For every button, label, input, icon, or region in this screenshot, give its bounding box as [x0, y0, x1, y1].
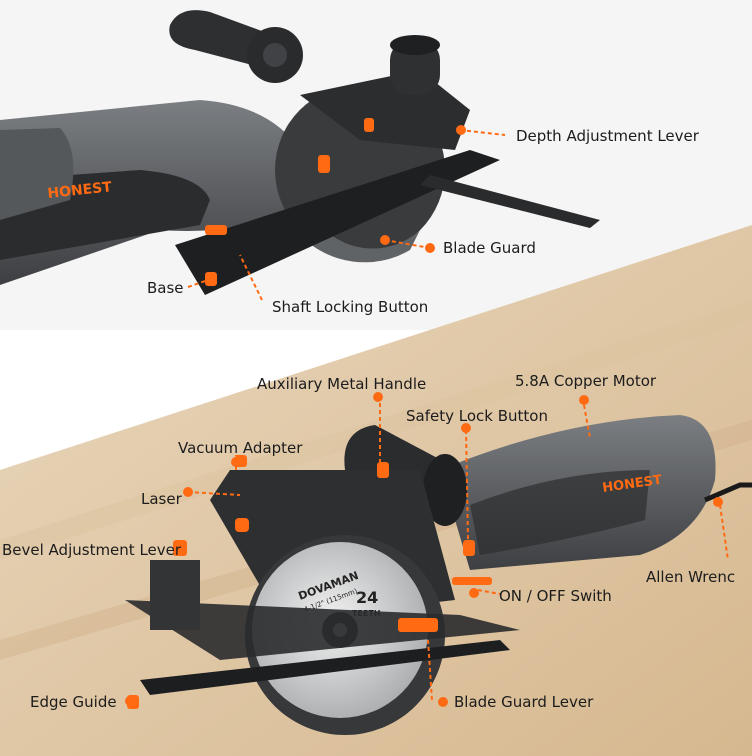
label-allen-wrench: Allen Wrenc — [646, 568, 736, 586]
blade-teeth-count: 24 — [356, 588, 378, 607]
label-safety-lock-button: Safety Lock Button — [406, 407, 548, 425]
callout-dot — [231, 457, 241, 467]
callout-dot — [713, 497, 723, 507]
label-blade-guard-lever: Blade Guard Lever — [454, 693, 594, 711]
callout-dot — [438, 697, 448, 707]
brand-logo-top: HONEST — [47, 179, 113, 202]
label-edge-guide: Edge Guide — [30, 693, 117, 711]
callout-dot — [461, 423, 471, 433]
callout-dot — [469, 588, 479, 598]
label-depth-adjustment-lever: Depth Adjustment Lever — [516, 127, 699, 145]
top-saw: HONEST — [0, 10, 600, 295]
label-auxiliary-metal-handle: Auxiliary Metal Handle — [257, 375, 427, 393]
callout-dot — [380, 235, 390, 245]
label-shaft-locking-button: Shaft Locking Button — [272, 298, 429, 316]
callout-dot — [425, 243, 435, 253]
label-base: Base — [147, 279, 184, 297]
label-vacuum-adapter: Vacuum Adapter — [178, 439, 303, 457]
callout-dot — [373, 392, 383, 402]
label-on-off-switch: ON / OFF Swith — [499, 587, 612, 605]
callout-dot — [579, 395, 589, 405]
label-laser: Laser — [141, 490, 182, 508]
callout-dot — [183, 487, 193, 497]
label-bevel-adjustment-lever: Bevel Adjustment Lever — [2, 541, 182, 559]
label-copper-motor: 5.8A Copper Motor — [515, 372, 657, 390]
label-blade-guard: Blade Guard — [443, 239, 536, 257]
bottom-saw: HONEST DOVAMAN 24 TEETH 4-1/2" (115mm) — [125, 415, 752, 735]
callout-dot — [456, 125, 466, 135]
callout-dot — [125, 696, 135, 706]
